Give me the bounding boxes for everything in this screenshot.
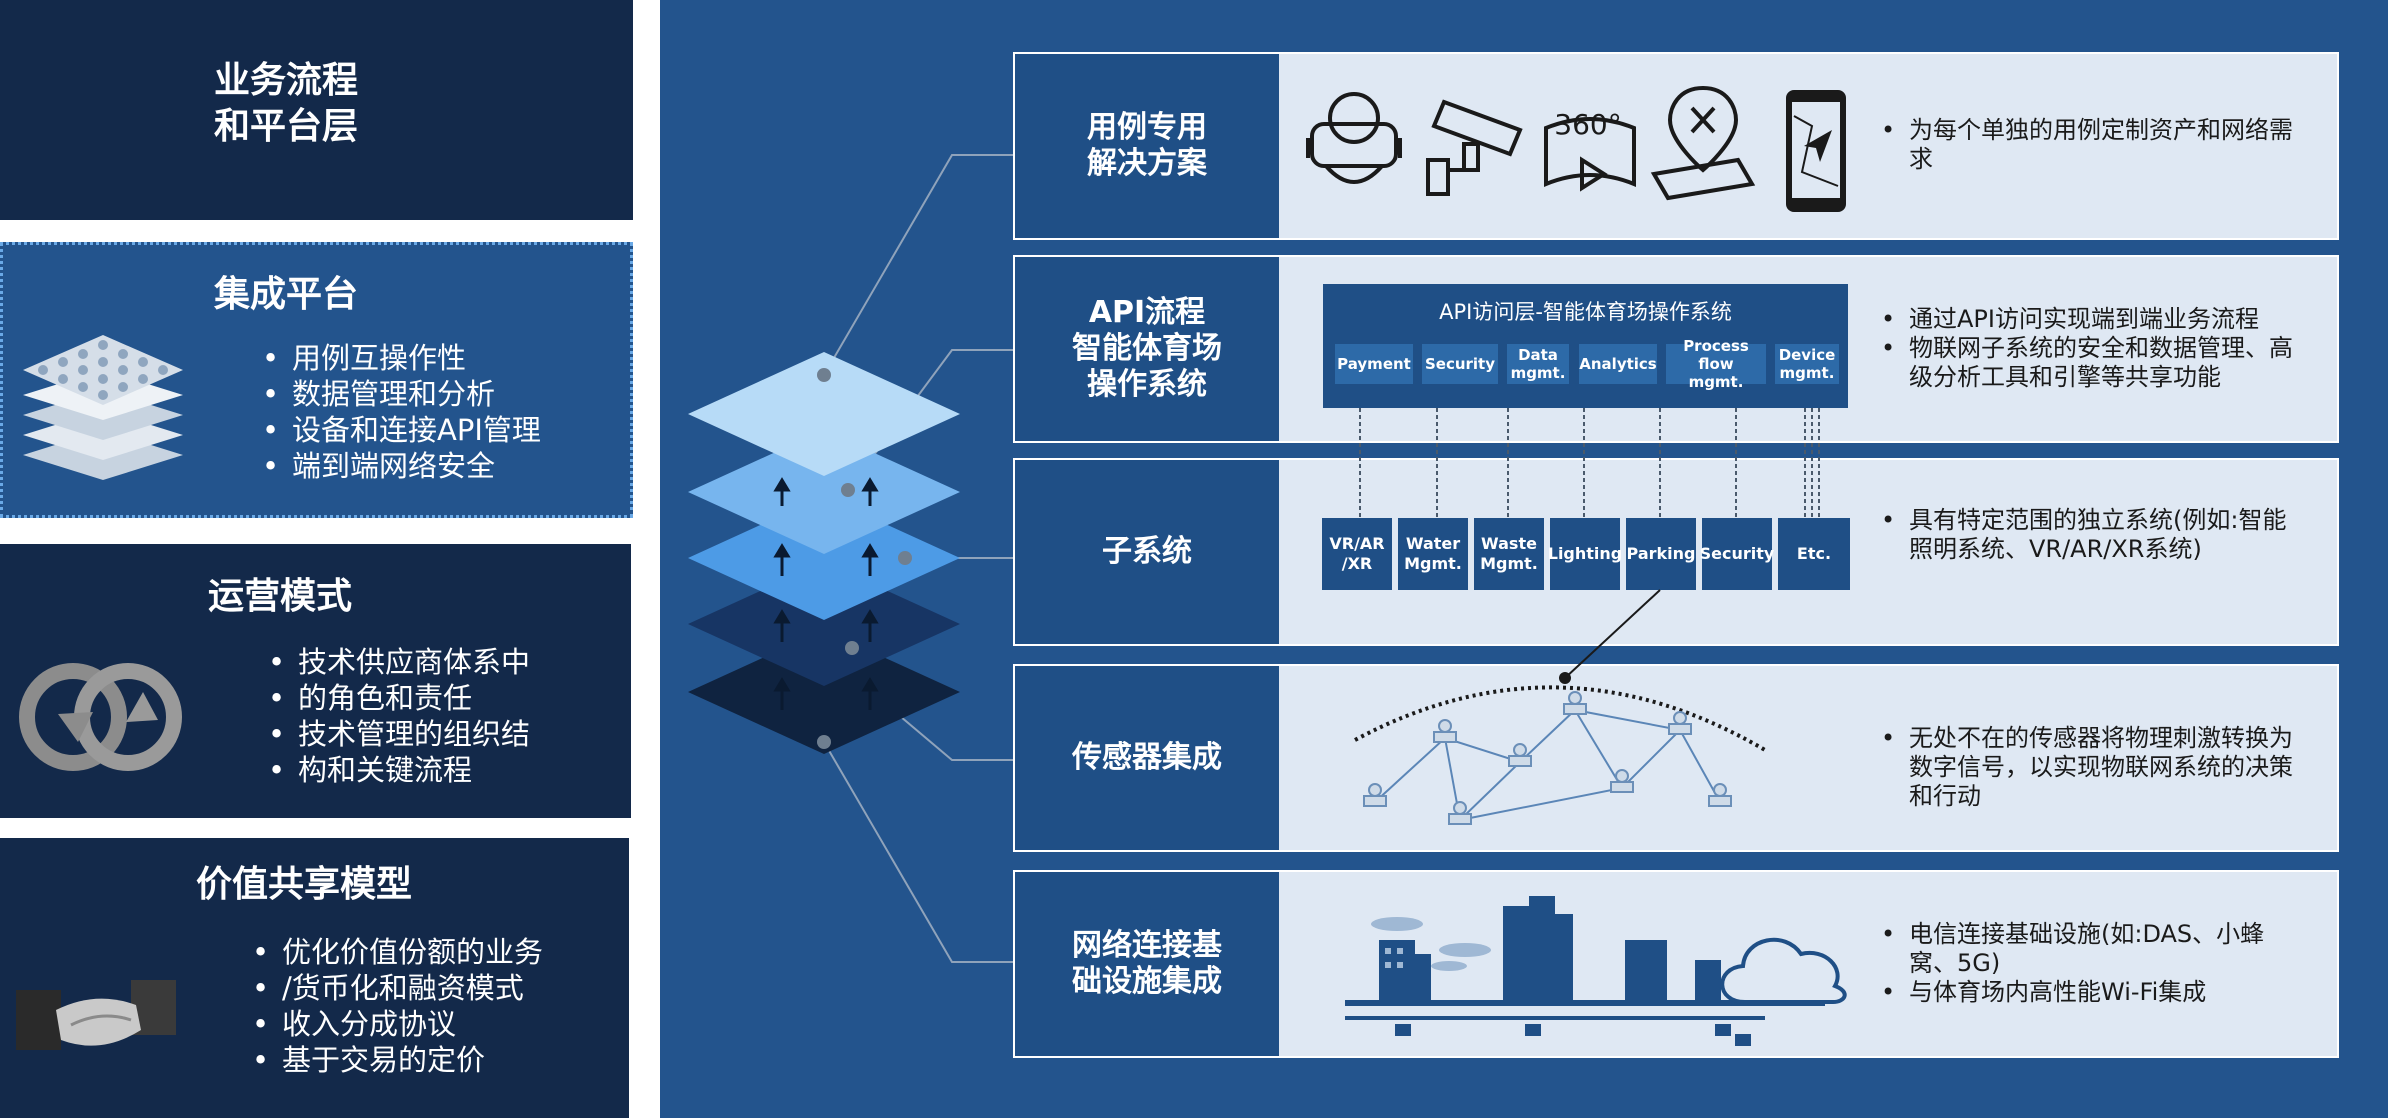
city-network-infrastructure-icon [1345,896,1847,1046]
api-chip-security: Security [1422,344,1498,384]
row-label-text: API流程 智能体育场 操作系统 [1072,295,1222,402]
integration-item: 端到端网络安全 [256,448,541,484]
api-access-layer: API访问层-智能体育场操作系统 Payment Security Data m… [1323,284,1848,408]
row-label: 网络连接基 础设施集成 [1015,872,1279,1056]
layered-stack-icon [23,335,183,480]
sensor-network-diagram [1354,589,1767,825]
row-label: 子系统 [1015,460,1279,644]
row-label-text: 传感器集成 [1072,740,1222,775]
api-layer-title: API访问层-智能体育场操作系统 [1439,300,1732,324]
row-label: 用例专用 解决方案 [1015,54,1279,238]
smartphone-navigation-icon [1786,90,1846,212]
value-item: 优化价值份额的业务 [246,934,543,970]
row-label: API流程 智能体育场 操作系统 [1015,257,1279,441]
value-title: 价值共享模型 [196,864,413,905]
api-chip-device-mgmt: Device mgmt. [1775,344,1839,384]
operations-item: 技术管理的组织结 [262,716,530,752]
refresh-cycle-icon [19,663,182,771]
value-item: 收入分成协议 [246,1006,543,1042]
subsystem-waste: Waste Mgmt. [1474,518,1544,590]
360-label: 360° [1554,108,1621,141]
row-description: 通过API访问实现端到端业务流程 物联网子系统的安全和数据管理、高级分析工具和引… [1875,305,2295,392]
row-sensor-integration: 传感器集成 无处不在的传感器将物理刺激转换为数字信号，以实现物联网系统的决策和行… [1013,664,2339,852]
value-item: 基于交易的定价 [246,1042,543,1078]
description-item: 具有特定范围的独立系统(例如:智能照明系统、VR/AR/XR系统) [1875,506,2295,564]
layer-stack-diagram [688,154,1014,963]
vr-headset-icon [1306,92,1402,184]
operations-panel: 运营模式 技术供应商体系中 的角色和责任 技术管理的组织结 构和关键流程 [0,544,631,818]
row-description: 电信连接基础设施(如:DAS、小蜂窝、5G) 与体育场内高性能Wi-Fi集成 [1875,920,2295,1007]
value-item-text: /货币化和融资模式 [282,971,524,1005]
integration-list: 用例互操作性 数据管理和分析 设备和连接API管理 端到端网络安全 [256,340,541,484]
api-chip-process-flow: Process flow mgmt. [1666,337,1766,391]
operations-list: 技术供应商体系中 的角色和责任 技术管理的组织结 构和关键流程 [262,644,530,788]
integration-platform-panel: 集成平台 用例互操作性 数据管理和分析 设备和连接API管理 端到端网络安全 [0,242,633,518]
value-list: 优化价值份额的业务 /货币化和融资模式 收入分成协议 基于交易的定价 [246,934,543,1078]
integration-item: 用例互操作性 [256,340,541,376]
api-chip-analytics: Analytics [1579,344,1657,384]
subsystem-etc: Etc. [1778,518,1850,590]
operations-item-text: 的角色和责任 [298,681,473,715]
row-description: 为每个单独的用例定制资产和网络需求 [1875,116,2295,174]
description-item: 与体育场内高性能Wi-Fi集成 [1875,978,2295,1007]
operations-item-text: 构和关键流程 [298,753,473,787]
subsystem-parking: Parking [1626,518,1696,590]
value-item-cont: /货币化和融资模式 [246,970,543,1006]
description-item: 电信连接基础设施(如:DAS、小蜂窝、5G) [1875,920,2295,978]
integration-item: 设备和连接API管理 [256,412,541,448]
row-network-infrastructure: 网络连接基 础设施集成 电信连接基础设施(如:DAS、小蜂窝、5G) 与体育场内… [1013,870,2339,1058]
description-item: 无处不在的传感器将物理刺激转换为数字信号，以实现物联网系统的决策和行动 [1875,724,2295,811]
business-title-line2: 和平台层 [214,106,359,147]
sensor-node-icons [1363,691,1732,825]
integration-title: 集成平台 [214,274,359,315]
handshake-icon [16,980,176,1050]
description-item: 为每个单独的用例定制资产和网络需求 [1875,116,2295,174]
integration-item: 数据管理和分析 [256,376,541,412]
subsystem-vr-ar-xr: VR/AR /XR [1322,518,1392,590]
food-delivery-map-icon [1650,85,1756,201]
subsystem-lighting: Lighting [1548,518,1622,590]
row-label: 传感器集成 [1015,666,1279,850]
operations-title: 运营模式 [208,576,353,617]
business-platform-panel: 业务流程 和平台层 [0,0,633,220]
operations-item-cont: 构和关键流程 [262,752,530,788]
value-sharing-panel: 价值共享模型 优化价值份额的业务 /货币化和融资模式 收入分成协议 基于交易的定… [0,838,629,1118]
row-use-case-solutions: 用例专用 解决方案 为每个单独的用例定制资产和网络需求 [1013,52,2339,240]
360-video-icon: 360° [1544,108,1636,192]
api-chip-payment: Payment [1335,344,1413,384]
subsystem-security: Security [1700,518,1774,590]
subsystem-water: Water Mgmt. [1398,518,1468,590]
api-chip-data-mgmt: Data mgmt. [1507,344,1569,384]
row-description: 具有特定范围的独立系统(例如:智能照明系统、VR/AR/XR系统) [1875,506,2295,564]
security-camera-icon [1426,99,1523,196]
row-label-text: 网络连接基 础设施集成 [1072,928,1222,999]
description-item: 物联网子系统的安全和数据管理、高级分析工具和引擎等共享功能 [1875,334,2295,392]
row-label-text: 子系统 [1102,534,1192,569]
row-label-text: 用例专用 解决方案 [1087,110,1207,181]
operations-item: 技术供应商体系中 [262,644,530,680]
description-item: 通过API访问实现端到端业务流程 [1875,305,2295,334]
row-description: 无处不在的传感器将物理刺激转换为数字信号，以实现物联网系统的决策和行动 [1875,724,2295,811]
operations-item-cont: 的角色和责任 [262,680,530,716]
api-subsystem-connectors [1359,408,1820,518]
business-title-line1: 业务流程 [214,60,359,101]
